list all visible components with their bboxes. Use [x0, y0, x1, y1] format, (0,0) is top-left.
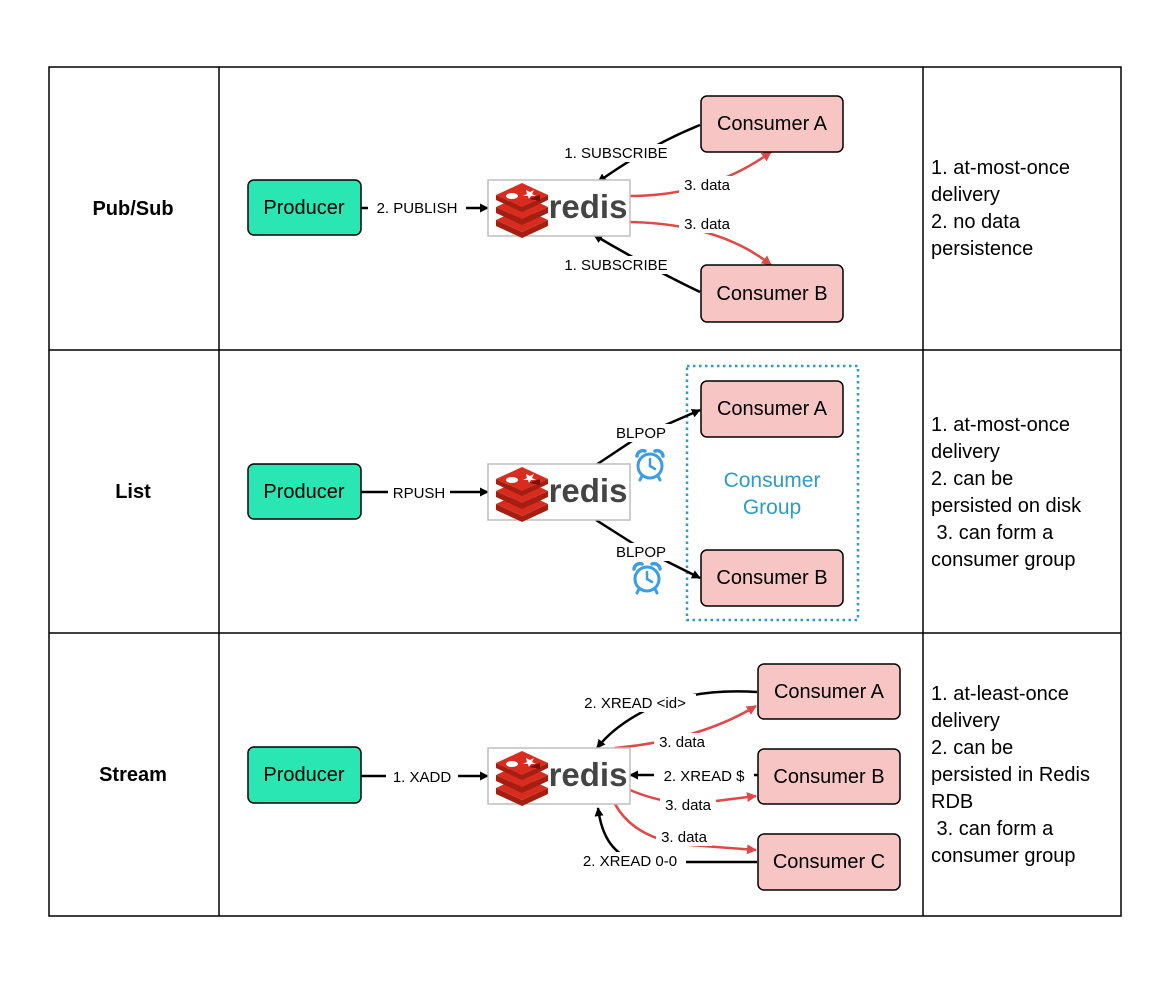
- notes-line-3: 2. can be: [931, 737, 1013, 759]
- producer-label: Producer: [263, 197, 344, 219]
- consumer-group-line-1: Consumer: [724, 469, 821, 492]
- consumer-b-label: Consumer B: [716, 567, 827, 589]
- blpop-a-label: BLPOP: [616, 425, 666, 442]
- notes-line-3: 2. can be: [931, 468, 1013, 490]
- consumer-a-box: [757, 663, 901, 720]
- alarm-clock-icon: [635, 448, 665, 482]
- alarm-clock-icon: [632, 561, 662, 595]
- consumer-c-box: [757, 833, 901, 891]
- notes-line-4: persisted in Redis: [931, 764, 1090, 786]
- producer-box: [247, 746, 362, 804]
- subscribe-b-label: 1. SUBSCRIBE: [564, 257, 667, 274]
- data-a-label: 3. data: [684, 177, 731, 194]
- consumer-group-line-2: Group: [743, 496, 801, 519]
- row-label-list: List: [115, 481, 151, 503]
- redis-logo: redis: [487, 179, 631, 239]
- table-grid: [48, 66, 1122, 917]
- notes-line-6: 3. can form a: [931, 818, 1054, 840]
- data-b-arrow: [629, 220, 772, 266]
- redis-wordmark: redis: [549, 472, 628, 509]
- xadd-label: 1. XADD: [393, 769, 452, 786]
- consumer-b-label: Consumer B: [773, 766, 884, 788]
- notes-line-2: delivery: [931, 441, 1000, 463]
- consumer-a-box: [700, 380, 844, 438]
- producer-label: Producer: [263, 481, 344, 503]
- consumer-a-label: Consumer A: [717, 113, 828, 135]
- xread-a-label: 2. XREAD <id>: [584, 695, 686, 712]
- consumer-a-label: Consumer A: [717, 398, 828, 420]
- data-b-label: 3. data: [684, 216, 731, 233]
- redis-wordmark: redis: [549, 188, 628, 225]
- consumer-b-box: [700, 264, 844, 323]
- consumer-c-label: Consumer C: [773, 851, 885, 873]
- data-b-label: 3. data: [665, 797, 712, 814]
- notes-line-4: persisted on disk: [931, 495, 1082, 517]
- producer-label: Producer: [263, 764, 344, 786]
- row-pubsub: Pub/Sub 2. PUBLISH 1. SUBSCRIBE 1. SUBSC…: [92, 95, 1070, 323]
- notes-line-2: delivery: [931, 710, 1000, 732]
- producer-box: [247, 463, 362, 520]
- notes-line-3: 2. no data: [931, 211, 1021, 233]
- xread-b-label: 2. XREAD $: [664, 768, 746, 785]
- consumer-b-box: [700, 549, 844, 607]
- row-stream: Stream 1. XADD 2. XREAD <id> 2. XREAD $ …: [99, 663, 1090, 891]
- consumer-a-box: [700, 95, 844, 153]
- redis-logo: redis: [487, 463, 631, 523]
- notes-line-1: 1. at-most-once: [931, 157, 1070, 179]
- subscribe-a-label: 1. SUBSCRIBE: [564, 145, 667, 162]
- notes-line-6: consumer group: [931, 549, 1076, 571]
- notes-line-5: 3. can form a: [931, 522, 1054, 544]
- consumer-group-frame: [685, 364, 860, 622]
- consumer-b-box: [757, 748, 901, 805]
- row-label-pubsub: Pub/Sub: [92, 198, 173, 220]
- notes-line-1: 1. at-most-once: [931, 414, 1070, 436]
- redis-logo: redis: [487, 747, 631, 807]
- producer-box: [247, 179, 362, 236]
- row-list: List Consumer Group RPUSH BLPOP BLPOP Pr…: [115, 364, 1082, 622]
- redis-wordmark: redis: [549, 756, 628, 793]
- consumer-b-label: Consumer B: [716, 283, 827, 305]
- publish-label: 2. PUBLISH: [377, 200, 458, 217]
- xread-c-label: 2. XREAD 0-0: [583, 853, 677, 870]
- data-a-label: 3. data: [659, 734, 706, 751]
- notes-line-5: RDB: [931, 791, 973, 813]
- notes-line-4: persistence: [931, 238, 1033, 260]
- notes-line-2: delivery: [931, 184, 1000, 206]
- data-c-label: 3. data: [661, 829, 708, 846]
- notes-line-7: consumer group: [931, 845, 1076, 867]
- notes-line-1: 1. at-least-once: [931, 683, 1069, 705]
- blpop-b-label: BLPOP: [616, 544, 666, 561]
- consumer-a-label: Consumer A: [774, 681, 885, 703]
- rpush-label: RPUSH: [393, 485, 446, 502]
- row-label-stream: Stream: [99, 764, 167, 786]
